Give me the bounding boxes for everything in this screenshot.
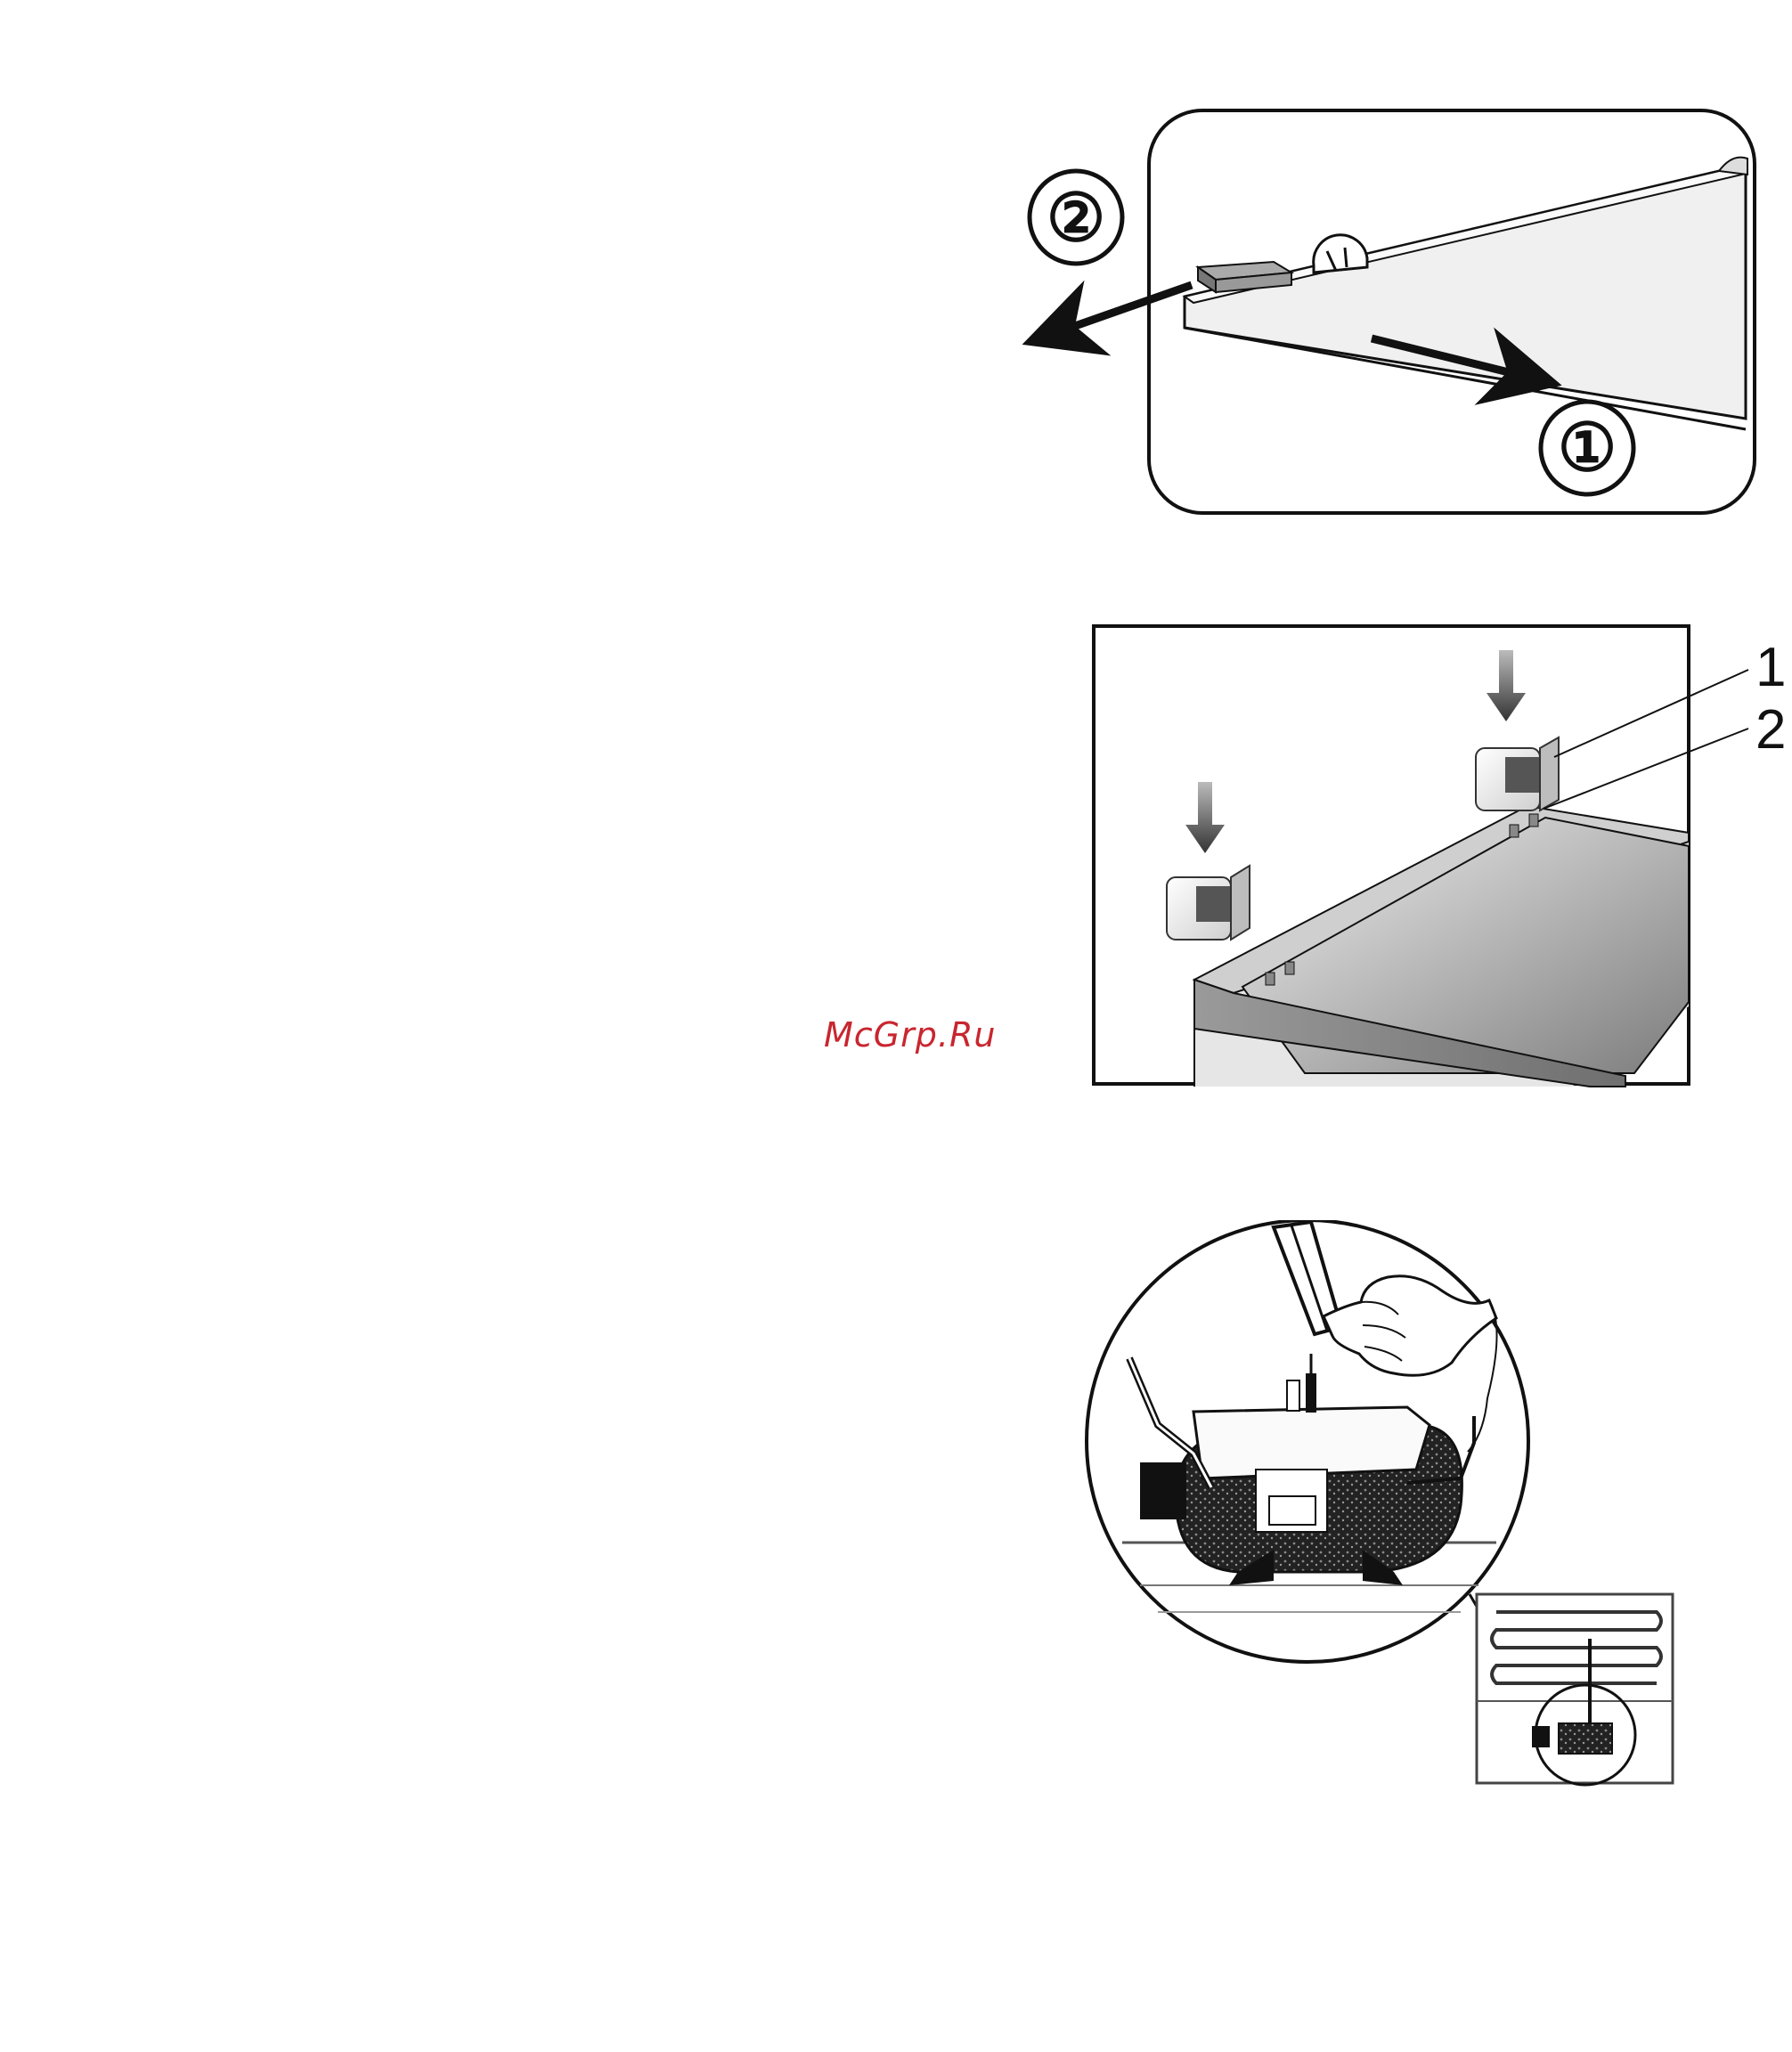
callout-1: 1 — [1755, 637, 1786, 698]
step-1-label: ① — [1558, 410, 1617, 486]
step-2-label: ② — [1047, 180, 1105, 256]
corner-cap-left — [1167, 866, 1250, 940]
figure-compressor-check — [1078, 1220, 1683, 1790]
refrigerator-back-view — [1477, 1594, 1673, 1785]
watermark-text: McGrp.Ru — [824, 1015, 996, 1054]
corner-cap-right — [1476, 737, 1559, 810]
figure-lid-slide: ② ① — [1015, 98, 1772, 525]
figure-corner-caps: 1 2 — [1091, 623, 1792, 1095]
callout-2: 2 — [1755, 699, 1786, 761]
